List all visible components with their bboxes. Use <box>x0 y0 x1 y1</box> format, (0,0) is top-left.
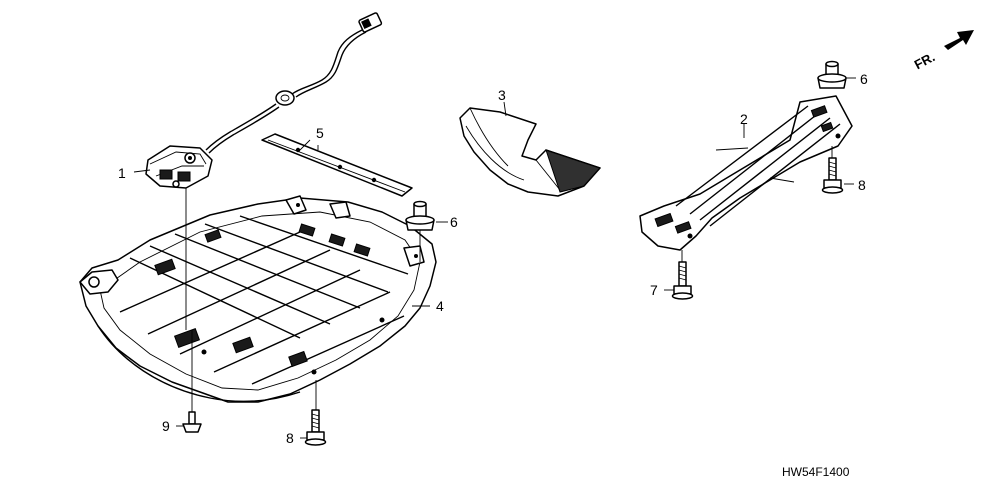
callout-8-lower: 8 <box>286 430 294 446</box>
leader-lines <box>133 77 856 439</box>
part-8-flange-bolt-upper <box>821 157 844 194</box>
figure-code: HW54F1400 <box>782 465 850 479</box>
front-marker-label: FR. <box>912 49 938 72</box>
part-5-strip <box>261 133 413 197</box>
part-6-grommet-bolt-upper <box>817 60 847 89</box>
callout-9: 9 <box>162 418 170 434</box>
callout-5: 5 <box>316 125 324 141</box>
part-7-bolt <box>671 261 694 300</box>
part-3-guard <box>459 107 601 197</box>
callout-2: 2 <box>740 111 748 127</box>
callout-4: 4 <box>436 298 444 314</box>
part-2-rail-plate <box>639 95 853 251</box>
part-4-skid-plate <box>79 195 437 403</box>
callout-3: 3 <box>498 87 506 103</box>
part-8-flange-bolt-lower <box>304 409 327 446</box>
callout-8-upper: 8 <box>858 177 866 193</box>
callout-6-lower: 6 <box>450 214 458 230</box>
part-1-sensor-harness <box>145 12 383 189</box>
callout-7: 7 <box>650 282 658 298</box>
front-arrow-icon <box>944 30 974 50</box>
part-9-screw <box>182 411 202 433</box>
callout-1: 1 <box>118 165 126 181</box>
callout-6-upper: 6 <box>860 71 868 87</box>
part-6-grommet-bolt <box>405 200 435 231</box>
front-direction-marker: FR. <box>912 30 974 72</box>
